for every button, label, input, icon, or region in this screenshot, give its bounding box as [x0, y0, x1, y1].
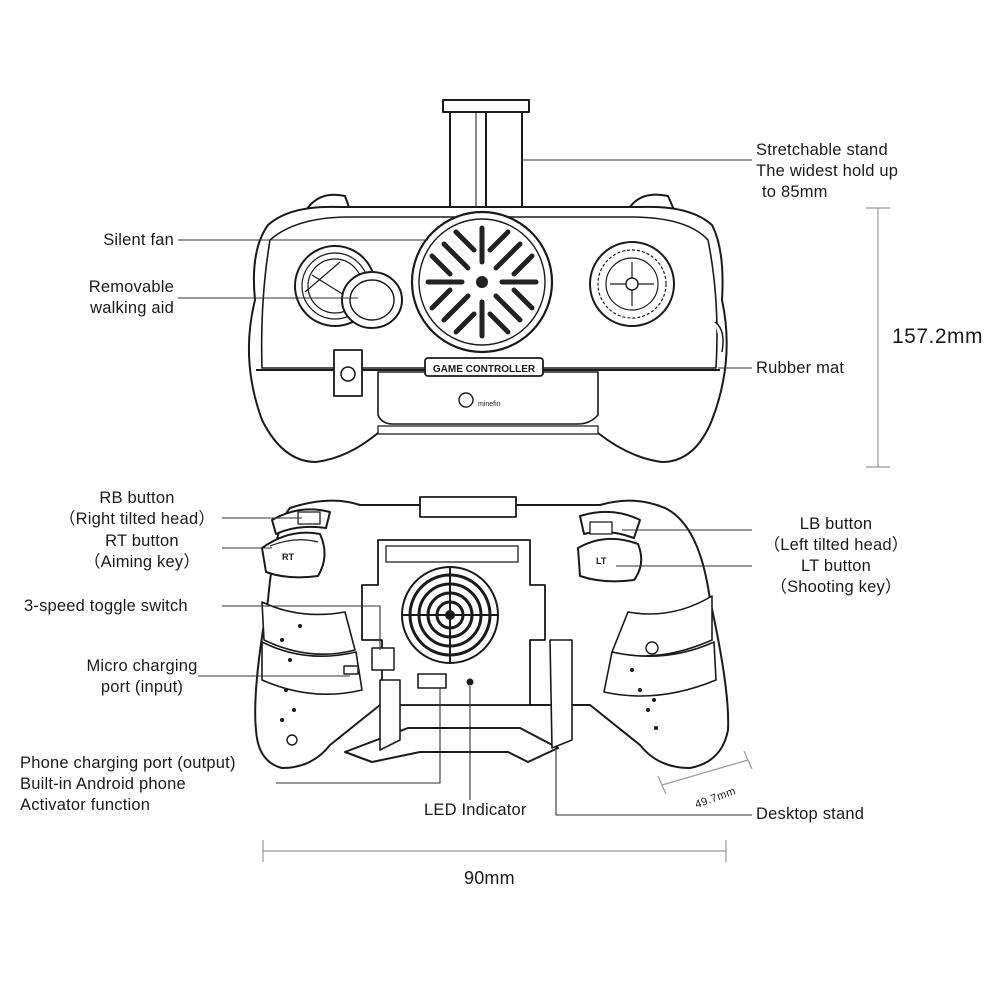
- front-plate: [424, 357, 544, 377]
- back-fan: [401, 566, 499, 664]
- silent-fan: [410, 210, 554, 354]
- label-line: （Left tilted head）: [763, 536, 909, 554]
- rb-button: [271, 508, 331, 535]
- back-clip: [419, 496, 517, 518]
- brand-logo-icon: [458, 392, 474, 408]
- label-line: Silent fan: [103, 231, 174, 249]
- label-line: Rubber mat: [756, 359, 845, 377]
- label-led-indicator: LED Indicator: [424, 800, 527, 821]
- back-controller: [254, 496, 730, 769]
- led-indicator-dot: [466, 678, 474, 686]
- label-stretchable-stand: Stretchable stand The widest hold up to …: [756, 140, 898, 203]
- brand-logo-text: minefin: [478, 401, 501, 408]
- label-rb-button: RB button （Right tilted head）: [52, 488, 222, 530]
- label-micro-port: Micro charging port (input): [62, 656, 222, 698]
- label-line: RB button: [99, 489, 175, 507]
- label-line: Stretchable stand: [756, 141, 888, 159]
- micro-port: [343, 665, 359, 675]
- toggle-switch: [371, 647, 395, 671]
- label-line: Built-in Android phone: [20, 775, 186, 793]
- width-dimension: 90mm: [464, 868, 515, 888]
- label-line: LED Indicator: [424, 801, 527, 819]
- height-dimension: 157.2mm: [892, 325, 984, 348]
- label-silent-fan: Silent fan: [70, 230, 174, 251]
- lt-key-text: LT: [596, 556, 607, 566]
- rt-key-text: RT: [282, 552, 294, 562]
- label-phone-port: Phone charging port (output) Built-in An…: [20, 753, 236, 816]
- label-walking-aid: Removable walking aid: [60, 277, 174, 319]
- label-line: Micro charging: [86, 657, 198, 675]
- lt-button: [577, 537, 643, 583]
- rt-button: [261, 531, 326, 579]
- label-toggle-switch: 3-speed toggle switch: [24, 596, 188, 617]
- label-line: Phone charging port (output): [20, 754, 236, 772]
- label-line: port (input): [100, 678, 184, 696]
- label-line: The widest hold up: [756, 162, 899, 180]
- label-line: LB button: [799, 515, 873, 533]
- label-line: Activator function: [20, 796, 151, 814]
- desktop-stand-base: [344, 727, 559, 763]
- label-line: （Right tilted head）: [58, 510, 216, 528]
- label-lb-button: LB button （Left tilted head）: [756, 514, 916, 556]
- label-line: Desktop stand: [756, 805, 865, 823]
- front-plate-text: GAME CONTROLLER: [433, 364, 536, 375]
- label-rt-button: RT button （Aiming key）: [62, 531, 222, 573]
- label-line: walking aid: [90, 299, 174, 317]
- label-line: RT button: [105, 532, 179, 550]
- label-line: （Aiming key）: [83, 553, 201, 571]
- label-desktop-stand: Desktop stand: [756, 804, 864, 825]
- stretchable-stand: [442, 99, 530, 213]
- phone-charging-port: [417, 673, 447, 689]
- front-controller: [247, 99, 728, 463]
- front-latch: [333, 349, 363, 397]
- dimension-lines: [262, 207, 890, 862]
- label-lt-button: LT button （Shooting key）: [758, 556, 914, 598]
- label-line: 3-speed toggle switch: [24, 597, 188, 615]
- label-rubber-mat: Rubber mat: [756, 358, 844, 379]
- label-line: （Shooting key）: [770, 578, 902, 596]
- lb-button: [579, 510, 641, 539]
- label-line: LT button: [801, 557, 871, 575]
- right-joystick: [589, 241, 675, 327]
- label-line: to 85mm: [762, 183, 828, 201]
- walking-aid-cap: [341, 271, 403, 329]
- leader-lines: [178, 159, 752, 816]
- label-line: Removable: [88, 278, 174, 296]
